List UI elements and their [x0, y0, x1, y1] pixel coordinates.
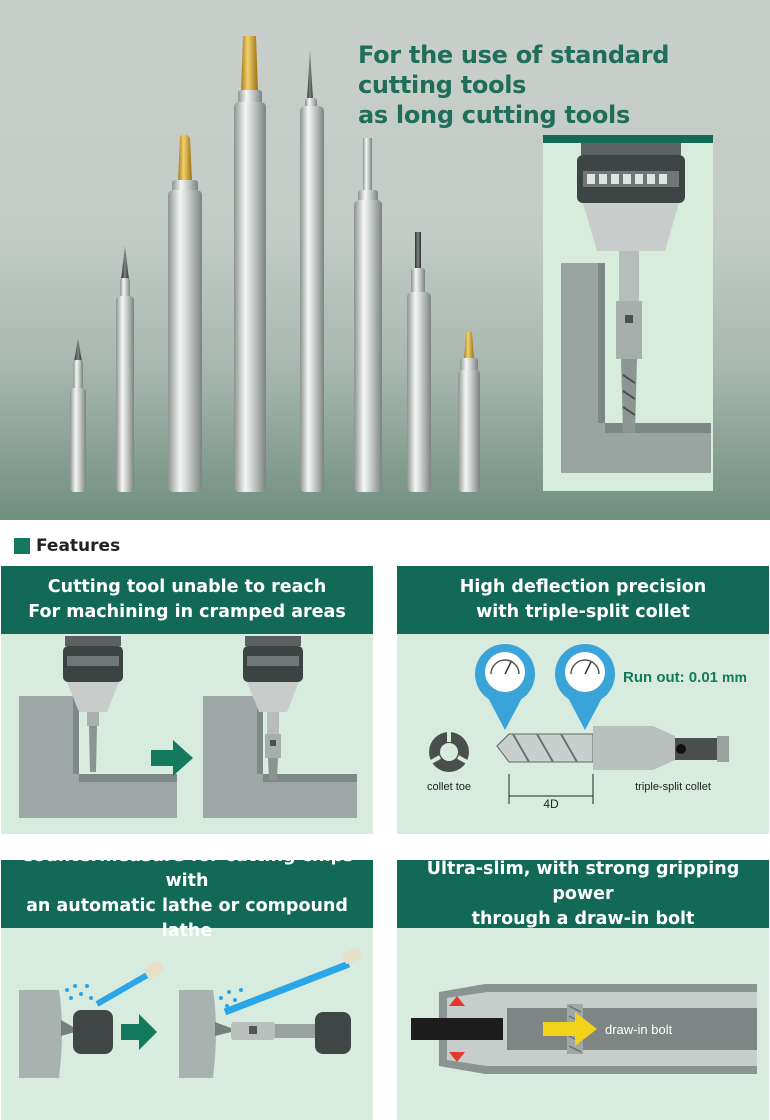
hero-banner: For the use of standard cutting tools as…: [0, 0, 770, 520]
holder-8: [458, 332, 480, 492]
coolant-nozzle-icon: [342, 947, 362, 965]
features-square-icon: [14, 538, 30, 554]
holder-7: [407, 232, 431, 492]
hero-title-line1: For the use of standard cutting tools: [358, 41, 670, 99]
arrow-right-icon: [121, 1014, 157, 1050]
holder-5: [300, 50, 324, 492]
feature-card-title-line2: with triple-split collet: [476, 602, 690, 622]
feature-card-title-line2: For machining in cramped areas: [28, 602, 346, 622]
feature-card-cramped-areas: Cutting tool unable to reach For machini…: [1, 566, 373, 834]
collet-toe-icon: [429, 732, 469, 772]
draw-in-bolt-illustration: draw-in bolt: [411, 984, 757, 1074]
feature-card-title: Ultra-slim, with strong gripping power t…: [397, 860, 769, 929]
features-heading-text: Features: [36, 536, 121, 556]
hero-title: For the use of standard cutting tools as…: [358, 40, 770, 130]
feature-card-title: High deflection precision with triple-sp…: [397, 566, 769, 634]
coolant-spray-icon: [219, 988, 243, 1008]
hero-title-line2: as long cutting tools: [358, 101, 630, 129]
spindle-right: [243, 636, 303, 780]
hero-inset-illustration: [543, 135, 713, 491]
feature-card-title: Cutting tool unable to reach For machini…: [1, 566, 373, 634]
spindle-left: [63, 636, 123, 772]
draw-in-bolt-label: draw-in bolt: [605, 1022, 673, 1037]
long-reach-illustration: [561, 143, 711, 473]
feature-card-title-line1: Cutting tool unable to reach: [47, 577, 327, 597]
pull-arrow-icon: [543, 1012, 597, 1046]
feature-card-cutting-chips: Countermeasure for cutting chips with an…: [1, 860, 373, 1120]
cramped-area-illustration: [19, 636, 357, 818]
feature-card-deflection-precision: High deflection precision with triple-sp…: [397, 566, 769, 834]
collet-toe-label: collet toe: [427, 781, 471, 793]
feature-card-title-line2: through a draw-in bolt: [471, 908, 695, 929]
feature-card-title-line2: an automatic lathe or compound lathe: [26, 896, 348, 941]
holder-4: [234, 36, 266, 492]
dimension-4d-label: 4D: [543, 797, 559, 811]
lathe-coolant-illustration: [19, 947, 362, 1078]
holder-2: [116, 246, 134, 492]
clamp-force-arrow-icon: [449, 996, 465, 1006]
feature-card-draw-in-bolt: Ultra-slim, with strong gripping power t…: [397, 860, 769, 1120]
holder-lineup-image: [70, 36, 480, 492]
clamp-force-arrow-icon: [449, 1052, 465, 1062]
coolant-nozzle-icon: [144, 961, 164, 979]
feature-card-title: Countermeasure for cutting chips with an…: [1, 860, 373, 941]
holder-3: [168, 134, 202, 492]
holder-1: [70, 338, 86, 492]
coolant-spray-icon: [65, 984, 93, 1000]
arrow-right-icon: [151, 740, 193, 776]
triple-split-collet-label: triple-split collet: [635, 781, 711, 793]
feature-card-title-line1: High deflection precision: [459, 577, 707, 597]
holder-6: [354, 138, 382, 492]
feature-card-title-line1: Ultra-slim, with strong gripping power: [426, 860, 740, 904]
dial-gauge-icon: [555, 644, 615, 730]
dial-gauge-icon: [475, 644, 535, 730]
feature-card-title-line1: Countermeasure for cutting chips with: [21, 860, 354, 891]
features-heading: Features: [14, 536, 120, 556]
